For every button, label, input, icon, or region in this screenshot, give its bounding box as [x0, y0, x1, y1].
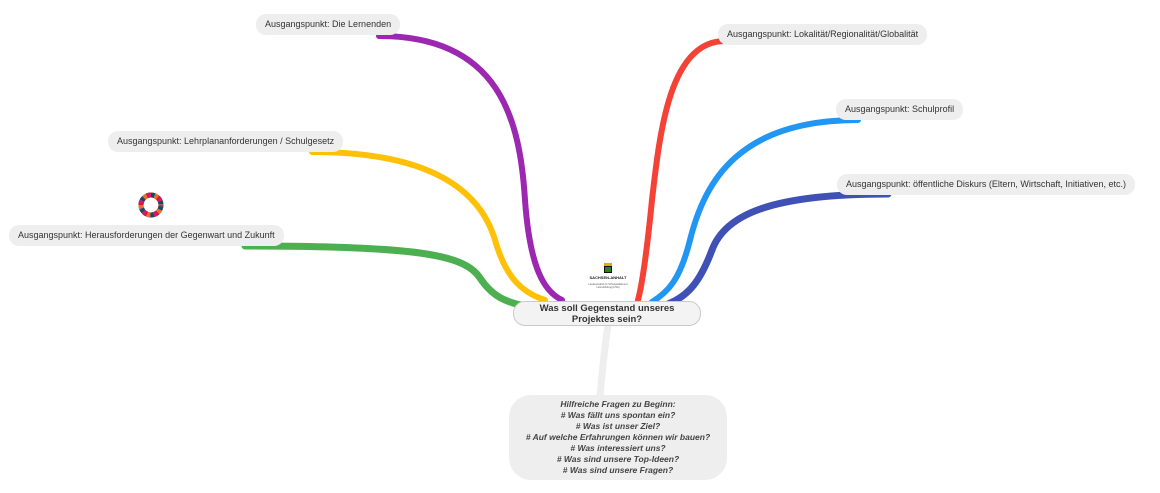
- logo-text: SACHSEN-ANHALT: [589, 275, 627, 280]
- branch-label-herausforderungen: Ausgangspunkt: Herausforderungen der Geg…: [18, 230, 275, 240]
- branch-lernende-connector: [376, 33, 565, 303]
- branch-herausforderungen-connector: [241, 242, 529, 310]
- questions-line-1: # Was fällt uns spontan ein?: [560, 410, 676, 420]
- central-topic[interactable]: Was soll Gegenstand unseres Projektes se…: [513, 301, 701, 326]
- branch-label-lernende: Ausgangspunkt: Die Lernenden: [265, 19, 392, 29]
- branch-node-lehrplan[interactable]: Ausgangspunkt: Lehrplananforderungen / S…: [108, 131, 344, 152]
- branch-lokalitaet-connector: [635, 38, 728, 303]
- central-topic-label: Was soll Gegenstand unseres Projektes se…: [539, 302, 675, 325]
- branch-label-lokalitaet: Ausgangspunkt: Lokalität/Regionalität/Gl…: [727, 29, 919, 39]
- questions-line-0: Hilfreiche Fragen zu Beginn:: [560, 399, 676, 409]
- questions-line-2: # Was ist unser Ziel?: [575, 421, 661, 431]
- logo-subtext: Landesinstitut für Schulqualität und Leh…: [588, 283, 628, 289]
- questions-line-5: # Was sind unsere Top-Ideen?: [556, 454, 680, 464]
- questions-node[interactable]: Hilfreiche Fragen zu Beginn: # Was fällt…: [509, 395, 727, 480]
- branch-questions-connector: [596, 322, 612, 400]
- sdg-wheel-icon: [138, 192, 164, 218]
- branch-lehrplan-connector: [309, 149, 548, 303]
- sachsen-anhalt-logo: SACHSEN-ANHALT Landesinstitut für Schulq…: [588, 262, 628, 296]
- branch-node-diskurs[interactable]: Ausgangspunkt: öffentliche Diskurs (Elte…: [837, 174, 1135, 195]
- questions-line-4: # Was interessiert uns?: [570, 443, 666, 453]
- questions-line-6: # Was sind unsere Fragen?: [562, 465, 674, 475]
- branch-label-diskurs: Ausgangspunkt: öffentliche Diskurs (Elte…: [846, 179, 1126, 189]
- branch-schulprofil-connector: [649, 117, 861, 305]
- questions-line-3: # Auf welche Erfahrungen können wir baue…: [525, 432, 711, 442]
- coat-of-arms-icon: [604, 263, 612, 273]
- branch-node-lokalitaet[interactable]: Ausgangspunkt: Lokalität/Regionalität/Gl…: [718, 24, 928, 45]
- branch-node-herausforderungen[interactable]: Ausgangspunkt: Herausforderungen der Geg…: [9, 225, 284, 246]
- branch-label-lehrplan: Ausgangspunkt: Lehrplananforderungen / S…: [117, 136, 335, 146]
- branch-node-lernende[interactable]: Ausgangspunkt: Die Lernenden: [256, 14, 401, 35]
- branch-node-schulprofil[interactable]: Ausgangspunkt: Schulprofil: [836, 99, 964, 120]
- branch-label-schulprofil: Ausgangspunkt: Schulprofil: [845, 104, 955, 114]
- branch-diskurs-connector: [664, 190, 892, 308]
